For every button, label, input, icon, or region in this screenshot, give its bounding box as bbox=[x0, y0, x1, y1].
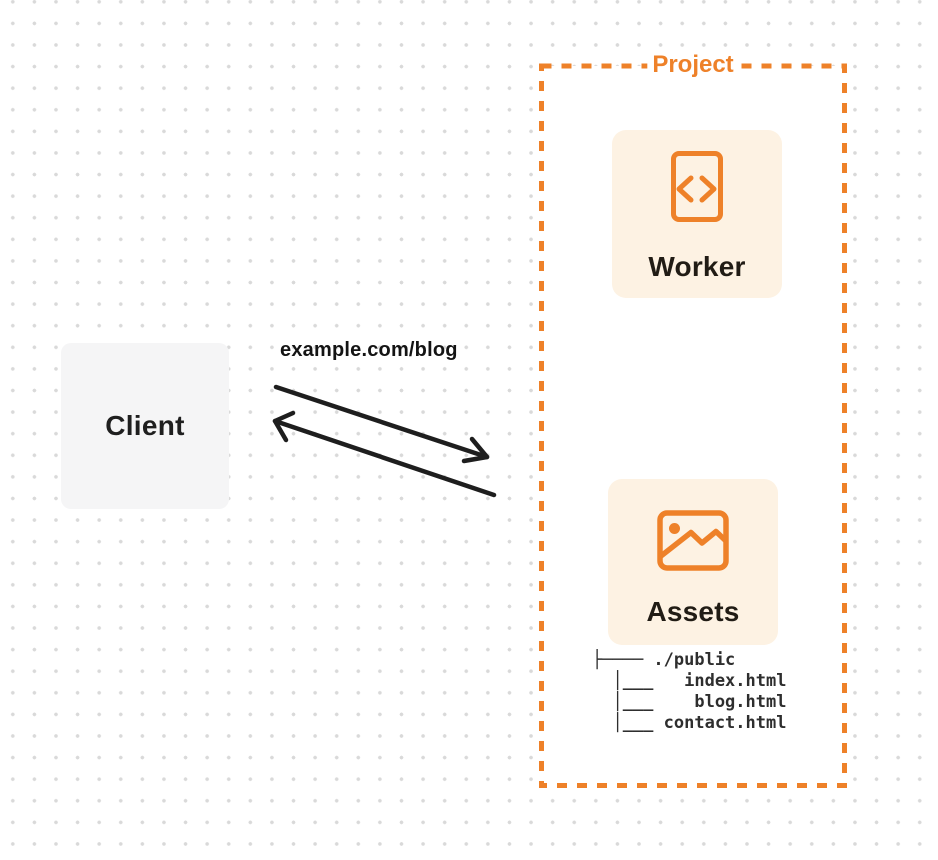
assets-node: Assets bbox=[608, 479, 778, 645]
response-arrow bbox=[272, 410, 497, 498]
worker-node: Worker bbox=[612, 130, 782, 298]
code-file-icon bbox=[671, 151, 723, 222]
assets-label: Assets bbox=[646, 596, 740, 627]
client-label: Client bbox=[105, 410, 185, 441]
image-icon bbox=[657, 510, 729, 571]
request-url-label: example.com/blog bbox=[280, 339, 458, 361]
request-arrow bbox=[273, 384, 490, 464]
project-title: Project bbox=[647, 51, 739, 79]
worker-label: Worker bbox=[648, 251, 746, 282]
client-node: Client bbox=[61, 343, 229, 509]
assets-file-tree: ├──── ./public │___ index.html │___ blog… bbox=[592, 650, 787, 733]
